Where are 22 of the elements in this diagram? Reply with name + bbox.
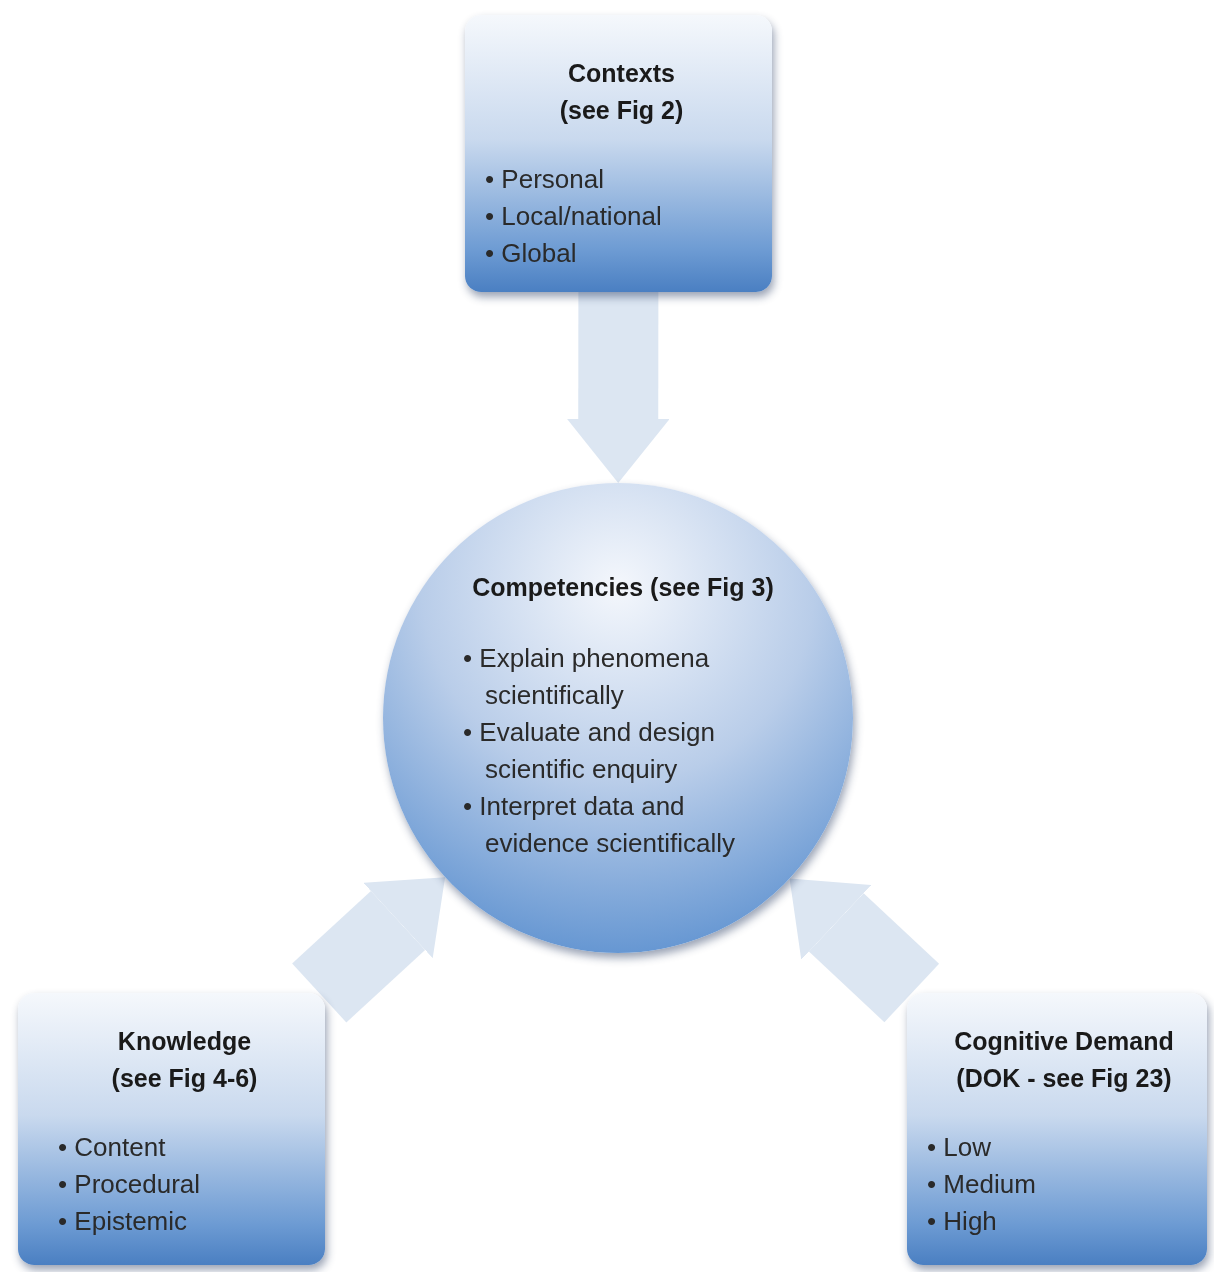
node-heading: Contexts (see Fig 2) [558,58,685,126]
bullet-item: • Personal [485,163,605,196]
bullet-item: • High [927,1205,998,1238]
node-heading: Knowledge (see Fig 4-6) [110,1026,259,1094]
bullet-item: • Explain phenomena scientifically [463,642,711,712]
bullet-item: • Epistemic [58,1205,189,1238]
bullet-item: • Local/national [485,200,663,233]
bullet-item: • Evaluate and design scientific enquiry [463,716,716,786]
rounded-box [907,993,1207,1265]
bullet-item: • Medium [927,1168,1037,1201]
block-arrow [292,877,446,1023]
rounded-box [465,15,772,292]
rounded-box [18,993,325,1265]
bullet-item: • Procedural [58,1168,202,1201]
node-heading: Cognitive Demand (DOK - see Fig 23) [953,1026,1175,1094]
bullet-item: • Interpret data and evidence scientifically [463,790,736,860]
block-arrow [789,878,940,1023]
block-arrow [567,291,670,483]
bullet-item: • Content [58,1131,167,1164]
bullet-item: • Low [927,1131,993,1164]
node-heading: Competencies (see Fig 3) [472,572,774,603]
bullet-item: • Global [485,237,578,270]
